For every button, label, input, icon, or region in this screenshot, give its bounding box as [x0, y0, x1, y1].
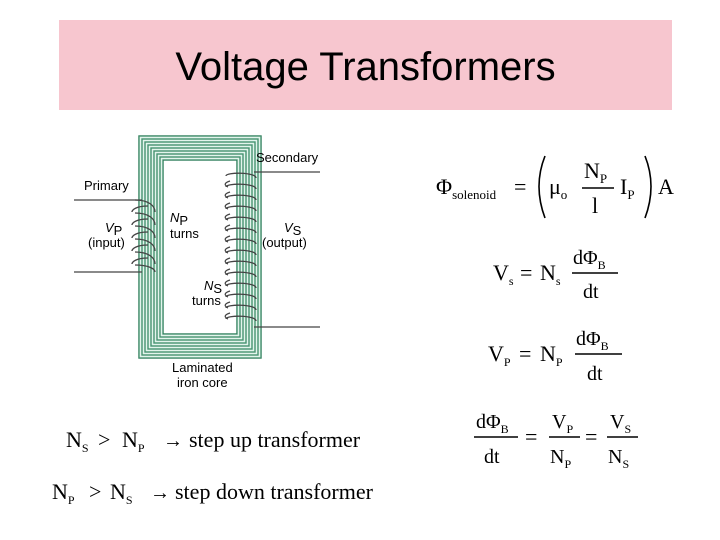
secondary-label: Secondary [256, 150, 319, 165]
svg-text:=: = [519, 341, 531, 366]
svg-text:A: A [658, 174, 674, 199]
title-banner: Voltage Transformers [59, 20, 672, 110]
svg-text:→: → [163, 430, 183, 452]
vs-label: VS [284, 220, 302, 238]
svg-text:NP: NP [52, 479, 75, 507]
svg-text:NS: NS [66, 427, 89, 455]
vp-label: VP [105, 220, 122, 238]
svg-text:VS: VS [610, 411, 631, 436]
secondary-voltage-equation: Vs = Ns dΦB dt [493, 247, 618, 303]
svg-text:Φsolenoid: Φsolenoid [436, 174, 497, 202]
svg-text:NS: NS [608, 446, 629, 471]
svg-text:dt: dt [484, 446, 500, 468]
np-label: NP [170, 210, 188, 228]
svg-text:VP: VP [552, 411, 573, 436]
svg-text:=: = [585, 424, 597, 449]
solenoid-flux-equation: Φsolenoid = μo NP l IP A [436, 155, 674, 219]
primary-label: Primary [84, 178, 129, 193]
svg-text:μo: μo [549, 174, 567, 202]
svg-text:step up transformer: step up transformer [189, 427, 361, 452]
svg-text:NP: NP [540, 341, 563, 369]
svg-text:dΦB: dΦB [576, 328, 609, 353]
iron-core-fill [139, 136, 261, 358]
svg-text:=: = [514, 174, 526, 199]
svg-text:dt: dt [587, 363, 603, 385]
svg-text:NP: NP [550, 446, 571, 471]
step-up-statement: NS > NP → step up transformer [66, 427, 361, 455]
svg-text:VP: VP [488, 341, 511, 369]
svg-text:IP: IP [620, 174, 635, 202]
svg-text:>: > [98, 427, 110, 452]
ratio-equation: dΦB dt = VP NP = VS NS [474, 411, 638, 471]
core-label-line1: Laminated [172, 360, 233, 375]
svg-text:NP: NP [122, 427, 145, 455]
ns-desc: turns [192, 293, 221, 308]
svg-text:NP: NP [584, 158, 607, 186]
svg-text:dΦB: dΦB [573, 247, 606, 272]
page-title: Voltage Transformers [175, 45, 556, 89]
svg-text:step down transformer: step down transformer [175, 479, 374, 504]
svg-text:>: > [89, 479, 101, 504]
core-label-line2: iron core [177, 375, 228, 390]
svg-text:dΦB: dΦB [476, 411, 509, 436]
ns-label: NS [204, 278, 222, 296]
svg-text:dt: dt [583, 281, 599, 303]
svg-text:Vs: Vs [493, 260, 514, 288]
svg-text:Ns: Ns [540, 260, 561, 288]
primary-voltage-equation: VP = NP dΦB dt [488, 328, 622, 385]
svg-text:→: → [150, 482, 170, 504]
svg-text:=: = [525, 424, 537, 449]
vp-desc: (input) [88, 235, 125, 250]
secondary-coil [224, 171, 320, 328]
primary-wire [74, 199, 156, 273]
vs-desc: (output) [262, 235, 307, 250]
svg-text:=: = [520, 260, 532, 285]
svg-text:NS: NS [110, 479, 133, 507]
step-down-statement: NP > NS → step down transformer [52, 479, 374, 507]
np-desc: turns [170, 226, 199, 241]
svg-text:l: l [592, 193, 598, 218]
